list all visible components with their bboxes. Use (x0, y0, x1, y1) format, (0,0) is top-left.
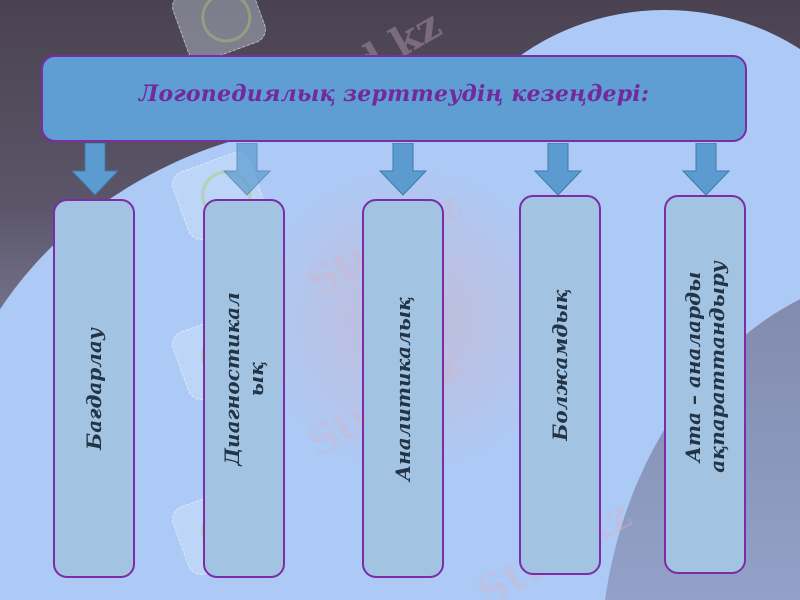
stage-box-parent-informing: Ата – аналарды ақпараттандыру (664, 195, 746, 574)
stage-label: Бағдарлау (82, 328, 106, 450)
stage-label: Диагностикал ық (220, 292, 268, 465)
down-arrow-icon (70, 143, 120, 196)
stage-label-line: Болжамдық (548, 289, 572, 441)
down-arrow-icon (222, 143, 272, 196)
stage-label-line: ақпараттандыру (705, 260, 729, 473)
down-arrow-icon (681, 143, 731, 196)
stage-label-line: ық (244, 361, 268, 396)
title-box: Логопедиялық зерттеудің кезеңдері: (41, 55, 747, 142)
stage-label: Болжамдық (548, 289, 572, 440)
down-arrow-icon (533, 143, 583, 196)
slide-title: Логопедиялық зерттеудің кезеңдері: (138, 80, 650, 107)
stage-label: Ата – аналарды ақпараттандыру (681, 261, 729, 473)
stage-box-diagnostic: Диагностикал ық (203, 199, 285, 578)
stage-box-analytical: Аналитикалық (362, 199, 444, 578)
down-arrow-icon (378, 143, 428, 196)
stage-label-line: Ата – аналарды (681, 271, 705, 462)
stage-label: Аналитикалық (391, 296, 415, 480)
stage-label-line: Аналитикалық (391, 296, 415, 481)
stage-box-orientation: Бағдарлау (53, 199, 135, 578)
stage-label-line: Бағдарлау (82, 327, 106, 450)
stage-box-prognostic: Болжамдық (519, 195, 601, 575)
stage-label-line: Диагностикал (220, 291, 244, 466)
